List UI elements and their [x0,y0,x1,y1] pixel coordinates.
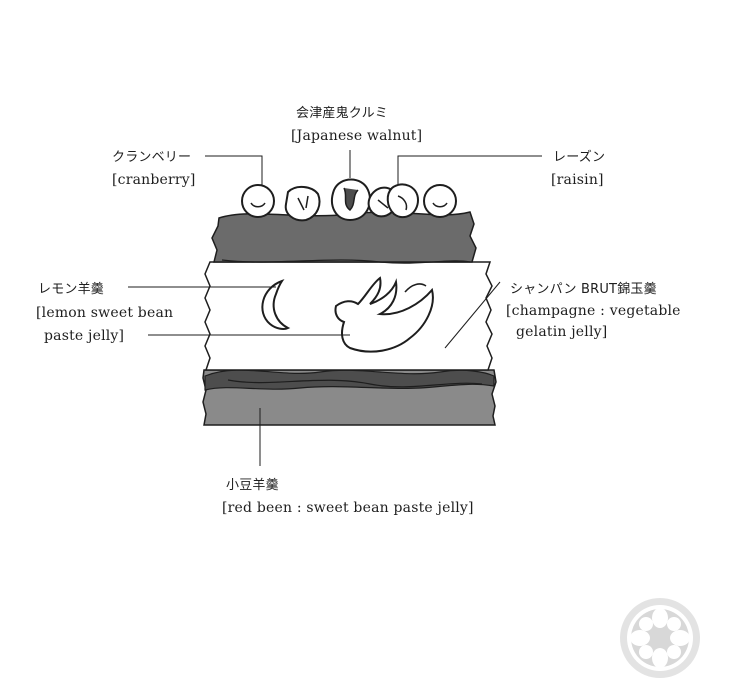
lemon-label-en2: paste jelly] [44,328,125,344]
redbean-label-en: [red been : sweet bean paste jelly] [222,500,474,516]
cranberry-label-jp: クランベリー [112,150,192,165]
leader-raisin [397,155,542,185]
walnut-label-jp: 会津産鬼クルミ [296,106,389,121]
cranberry-topping-2 [423,184,457,218]
redbean-label-jp: 小豆羊羹 [226,478,279,493]
flower-crest-icon [620,598,700,678]
cranberry-label-en: [cranberry] [112,172,196,188]
champagne-label-en1: [champagne : vegetable [506,303,681,319]
red-bean-wave [204,369,495,391]
leader-cranberry [205,155,263,185]
raisin-label-jp: レーズン [553,150,606,165]
topping-chunk [284,186,321,222]
champagne-label-jp: シャンパン BRUT錦玉羹 [510,282,657,297]
raisin-label-en: [raisin] [551,172,604,188]
lemon-crescent [261,279,291,330]
raisin-topping [386,183,420,219]
walnut-topping [331,178,371,222]
champagne-label-en2: gelatin jelly] [516,324,608,340]
dove-shape [334,276,434,353]
leader-lines [128,150,542,466]
cranberry-topping [241,184,275,218]
lemon-label-jp: レモン羊羹 [38,282,105,297]
lemon-label-en1: [lemon sweet bean [36,305,174,321]
confection-illustration [202,178,497,426]
walnut-label-en: [Japanese walnut] [291,128,423,144]
leader-champagne [444,281,501,349]
